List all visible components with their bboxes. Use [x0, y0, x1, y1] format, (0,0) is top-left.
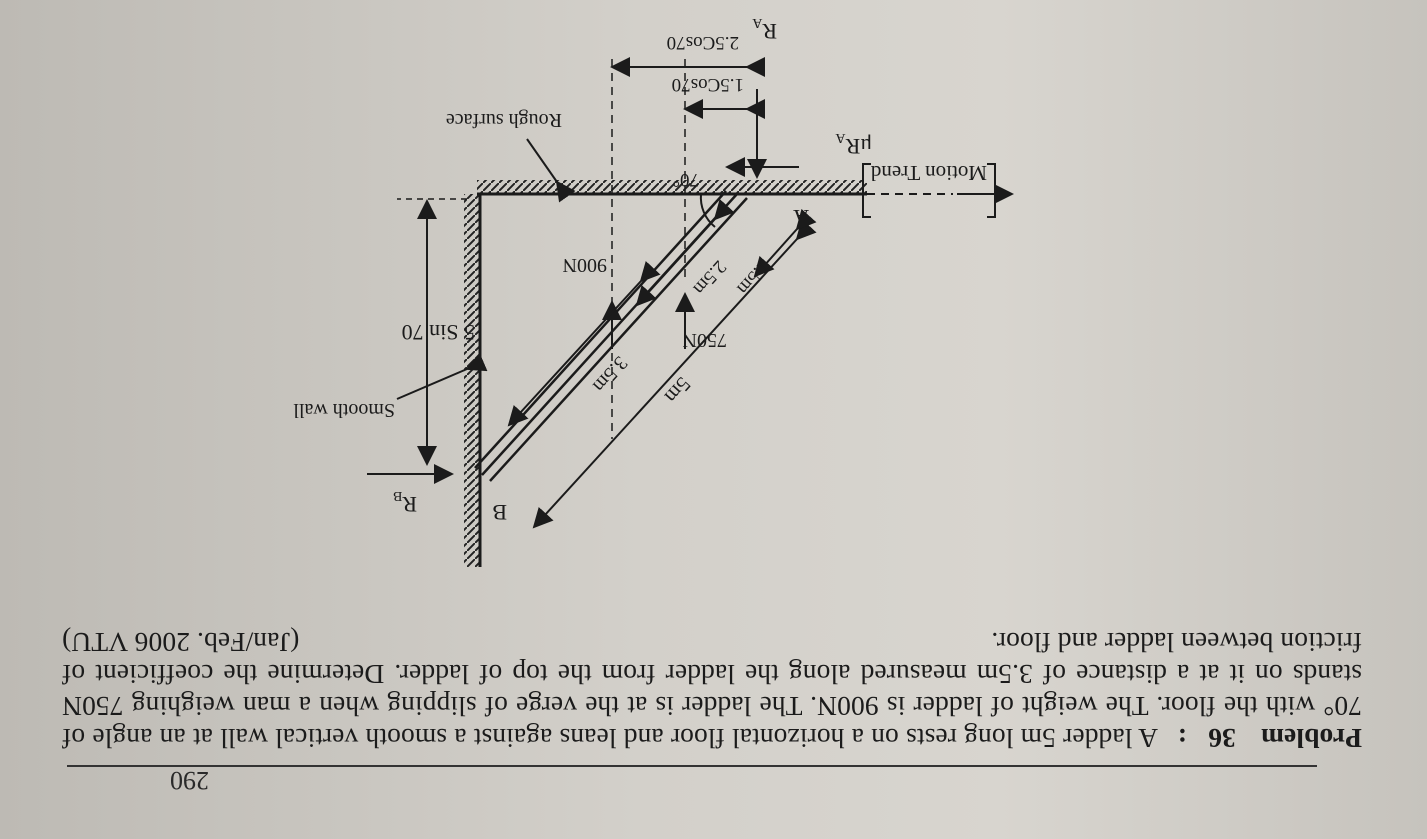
ra-symbol: R [762, 19, 777, 44]
motion-trend-label: Motion Trend [870, 161, 987, 185]
point-a-label: A [793, 205, 809, 230]
dim-horiz-man: 1.5Cos70 [672, 74, 765, 119]
svg-text:RA: RA [751, 15, 777, 44]
height-dimension-label: 5 Sin 70 [402, 320, 475, 345]
motion-trend: Motion Trend [862, 161, 1014, 218]
friction-symbol: μR [845, 134, 872, 159]
rb-symbol: R [402, 492, 417, 517]
dim-man-bottom: 1.5m [732, 208, 817, 299]
dim-man-top: 3.5m [507, 260, 661, 427]
dim-total-label: 5m [660, 372, 696, 408]
dim-mid-label: 2.5m [689, 256, 731, 299]
dim-horiz-mid-label: 2.5Cos70 [667, 32, 739, 53]
angle-label: 70° [672, 169, 699, 190]
dim-man-top-label: 3.5m [588, 352, 632, 397]
rough-surface-callout: Rough surface [446, 109, 576, 203]
wall-reaction: RB [367, 464, 454, 517]
dim-horiz-man-label: 1.5Cos70 [672, 74, 744, 95]
friction-force: μRA [725, 130, 872, 177]
man-weight: 750N [675, 59, 727, 351]
friction-subscript: A [835, 130, 846, 145]
smooth-wall-label: Smooth wall [293, 399, 395, 421]
rough-surface-label: Rough surface [446, 109, 562, 131]
dim-horiz-mid: 2.5Cos70 [610, 32, 765, 77]
angle-arc: 70° [672, 169, 716, 228]
ra-subscript: A [751, 15, 762, 30]
ladder-weight-label: 900N [563, 254, 607, 276]
height-dimension: 5 Sin 70 [397, 198, 475, 466]
smooth-wall-callout: Smooth wall [293, 352, 488, 421]
floor-reaction: RA [747, 15, 777, 179]
svg-text:μRA: μRA [835, 130, 872, 159]
point-b-label: B [492, 500, 507, 525]
smooth-wall [464, 194, 482, 567]
svg-text:RB: RB [393, 488, 417, 517]
rb-subscript: B [393, 488, 402, 503]
